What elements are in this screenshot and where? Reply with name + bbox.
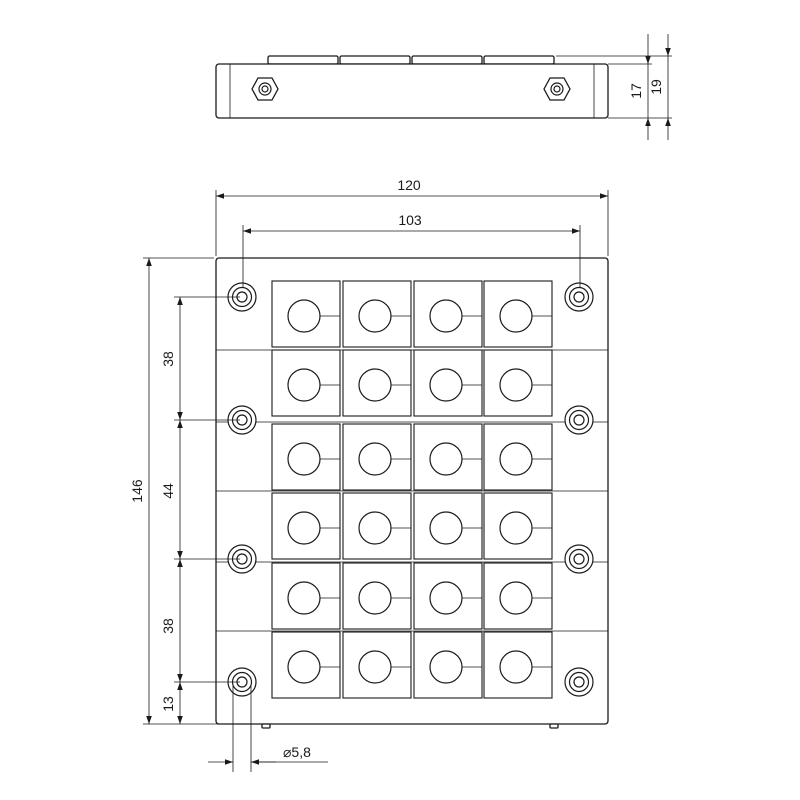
- insert-cell: [271, 423, 341, 491]
- cable-hole: [429, 299, 463, 333]
- bottom-tab-right: [549, 723, 559, 729]
- cable-hole: [287, 650, 321, 684]
- insert-cell: [271, 631, 341, 699]
- dim-height-19: 19: [648, 79, 664, 95]
- side-insert-2: [339, 55, 411, 65]
- cable-hole: [358, 650, 392, 684]
- cable-hole: [499, 368, 533, 402]
- insert-cell: [271, 492, 341, 560]
- dim-height-146: 146: [129, 479, 145, 503]
- side-nut-left-icon: [251, 77, 279, 101]
- insert-cell: [342, 423, 412, 491]
- cable-hole: [358, 368, 392, 402]
- mounting-hole-icon: [227, 667, 257, 697]
- insert-cell: [271, 349, 341, 417]
- insert-cell: [413, 492, 483, 560]
- cable-hole: [287, 442, 321, 476]
- insert-cell: [413, 349, 483, 417]
- cable-hole: [499, 650, 533, 684]
- dimension-lines: 120 103 146 38 44 38 13 ⌀5,8: [129, 177, 609, 772]
- side-insert-4: [483, 55, 555, 65]
- cable-hole: [429, 442, 463, 476]
- cable-hole: [429, 511, 463, 545]
- insert-cell: [342, 492, 412, 560]
- mounting-hole-icon: [564, 405, 594, 435]
- cable-hole: [499, 299, 533, 333]
- mounting-hole-icon: [564, 667, 594, 697]
- cable-hole: [429, 650, 463, 684]
- insert-cell: [483, 562, 553, 630]
- side-view: 17 19: [215, 34, 672, 140]
- cable-hole: [358, 511, 392, 545]
- insert-cell: [413, 562, 483, 630]
- cable-hole: [429, 581, 463, 615]
- insert-cell: [413, 631, 483, 699]
- insert-cell: [413, 423, 483, 491]
- mounting-hole-icon: [564, 282, 594, 312]
- insert-cell: [342, 562, 412, 630]
- insert-cell: [483, 280, 553, 348]
- mounting-hole-icon: [227, 282, 257, 312]
- cable-hole: [358, 299, 392, 333]
- insert-cell: [483, 631, 553, 699]
- insert-cell: [271, 280, 341, 348]
- insert-cell: [271, 562, 341, 630]
- dim-spacing-38-bottom: 38: [160, 618, 176, 634]
- insert-cell: [342, 349, 412, 417]
- dim-spacing-44: 44: [160, 483, 176, 499]
- dim-hole-diameter: ⌀5,8: [283, 744, 311, 760]
- dim-edge-13: 13: [160, 696, 176, 712]
- cable-hole: [499, 442, 533, 476]
- mounting-hole-icon: [227, 405, 257, 435]
- insert-cell: [483, 423, 553, 491]
- bottom-tab-left: [261, 723, 271, 729]
- dim-width-120: 120: [397, 177, 421, 193]
- cable-hole: [429, 368, 463, 402]
- cable-hole: [287, 299, 321, 333]
- dim-width-103: 103: [398, 212, 422, 228]
- top-view: [215, 257, 609, 729]
- cable-hole: [287, 511, 321, 545]
- side-nut-right-icon: [543, 77, 571, 101]
- insert-cell: [483, 492, 553, 560]
- cable-hole: [287, 581, 321, 615]
- insert-cell: [413, 280, 483, 348]
- side-insert-3: [411, 55, 483, 65]
- dim-spacing-38-top: 38: [160, 351, 176, 367]
- insert-cell: [342, 280, 412, 348]
- insert-grid: [271, 280, 553, 699]
- insert-cell: [483, 349, 553, 417]
- mounting-hole-icon: [564, 544, 594, 574]
- cable-hole: [358, 581, 392, 615]
- side-plate-body: [215, 63, 609, 119]
- side-insert-1: [267, 55, 339, 65]
- cable-hole: [287, 368, 321, 402]
- cable-hole: [499, 511, 533, 545]
- cable-hole: [499, 581, 533, 615]
- cable-hole: [358, 442, 392, 476]
- dim-height-17: 17: [628, 83, 644, 99]
- insert-cell: [342, 631, 412, 699]
